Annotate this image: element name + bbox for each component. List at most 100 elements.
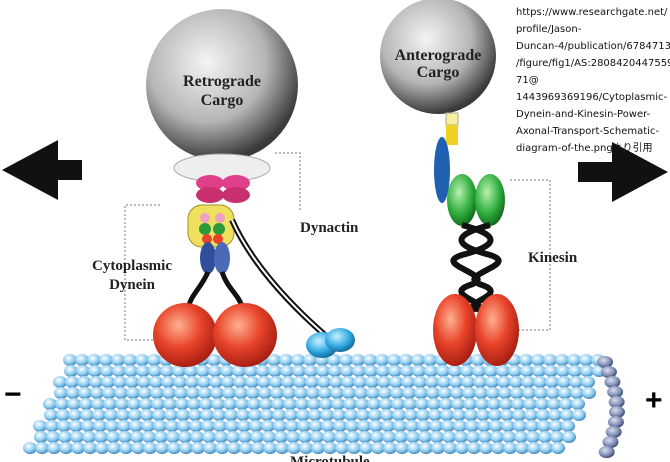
tubulin-bead: [358, 431, 372, 443]
tubulin-bead: [557, 376, 571, 388]
tubulin-bead: [464, 409, 478, 421]
tubulin-bead: [346, 431, 360, 443]
tubulin-bead: [197, 376, 211, 388]
tubulin-bead: [128, 409, 142, 421]
tubulin-bead: [137, 376, 151, 388]
tubulin-bead: [125, 376, 139, 388]
tubulin-bead: [354, 387, 368, 399]
tubulin-bead: [539, 442, 553, 454]
tubulin-bead: [188, 409, 202, 421]
tubulin-bead: [269, 376, 283, 388]
tubulin-bead: [571, 398, 585, 410]
tubulin-bead: [275, 442, 289, 454]
tubulin-bead: [148, 365, 162, 377]
tubulin-bead: [130, 431, 144, 443]
tubulin-bead: [88, 365, 102, 377]
cytoplasmic-dynein: [153, 242, 277, 367]
tubulin-bead: [246, 387, 260, 399]
tubulin-bead: [428, 409, 442, 421]
tubulin-bead: [281, 376, 295, 388]
tubulin-bead: [118, 431, 132, 443]
tubulin-bead: [570, 387, 584, 399]
tubulin-bead: [544, 365, 558, 377]
tubulin-bead: [377, 376, 391, 388]
tubulin-bead: [215, 442, 229, 454]
tubulin-bead-end: [607, 416, 624, 428]
retrograde-arrow-icon: [2, 140, 82, 200]
tubulin-bead: [550, 431, 564, 443]
tubulin-bead: [426, 387, 440, 399]
tubulin-bead: [439, 398, 453, 410]
tubulin-bead: [200, 409, 214, 421]
tubulin-bead: [369, 420, 383, 432]
tubulin-bead: [499, 398, 513, 410]
tubulin-bead: [379, 398, 393, 410]
tubulin-bead: [538, 431, 552, 443]
tubulin-bead: [367, 398, 381, 410]
tubulin-bead: [488, 409, 502, 421]
tubulin-bead: [45, 420, 59, 432]
tubulin-bead: [418, 431, 432, 443]
tubulin-bead: [123, 354, 137, 366]
anterograde-label-1: Anterograde: [395, 47, 482, 64]
tubulin-bead: [257, 376, 271, 388]
tubulin-bead: [551, 442, 565, 454]
tubulin-bead: [381, 420, 395, 432]
tubulin-bead: [339, 354, 353, 366]
tubulin-bead: [47, 442, 61, 454]
tubulin-bead: [299, 442, 313, 454]
tubulin-bead: [335, 442, 349, 454]
tubulin-bead: [376, 365, 390, 377]
tubulin-bead: [189, 420, 203, 432]
tubulin-bead: [53, 376, 67, 388]
tubulin-bead: [357, 420, 371, 432]
tubulin-bead: [525, 420, 539, 432]
tubulin-bead: [308, 409, 322, 421]
tubulin-bead: [489, 420, 503, 432]
tubulin-bead: [305, 376, 319, 388]
tubulin-bead: [406, 431, 420, 443]
tubulin-bead: [537, 420, 551, 432]
tubulin-bead: [395, 442, 409, 454]
dynein-bracket: [124, 152, 551, 341]
retrograde-cargo-sphere: [146, 9, 298, 161]
caption-line: 71@: [516, 75, 539, 86]
caption-line: diagram-of-the.pngより引用: [516, 143, 653, 154]
tubulin-bead: [251, 442, 265, 454]
tubulin-bead: [67, 398, 81, 410]
anterograde-label-2: Cargo: [417, 64, 460, 81]
tubulin-bead: [371, 442, 385, 454]
tubulin-bead: [572, 409, 586, 421]
tubulin-bead: [500, 409, 514, 421]
tubulin-bead: [411, 354, 425, 366]
tubulin-bead: [403, 398, 417, 410]
tubulin-bead: [142, 431, 156, 443]
tubulin-bead: [508, 365, 522, 377]
tubulin-bead: [89, 376, 103, 388]
tubulin-bead: [92, 409, 106, 421]
tubulin-bead: [207, 354, 221, 366]
tubulin-bead: [380, 409, 394, 421]
tubulin-bead: [176, 409, 190, 421]
tubulin-bead: [359, 442, 373, 454]
tubulin-bead: [322, 431, 336, 443]
tubulin-bead: [316, 365, 330, 377]
tubulin-bead: [560, 409, 574, 421]
tubulin-bead: [186, 387, 200, 399]
tubulin-bead: [267, 354, 281, 366]
tubulin-bead: [126, 387, 140, 399]
tubulin-bead: [77, 376, 91, 388]
tubulin-bead: [401, 376, 415, 388]
tubulin-bead: [248, 409, 262, 421]
tubulin-bead: [441, 420, 455, 432]
tubulin-bead: [333, 420, 347, 432]
tubulin-bead: [533, 376, 547, 388]
plus-end-label: +: [645, 384, 663, 417]
tubulin-bead: [214, 431, 228, 443]
tubulin-bead-end: [600, 366, 617, 378]
tubulin-bead: [462, 387, 476, 399]
caption-line: https://www.researchgate.net/: [516, 7, 668, 18]
tubulin-bead: [491, 442, 505, 454]
tubulin-bead: [94, 431, 108, 443]
